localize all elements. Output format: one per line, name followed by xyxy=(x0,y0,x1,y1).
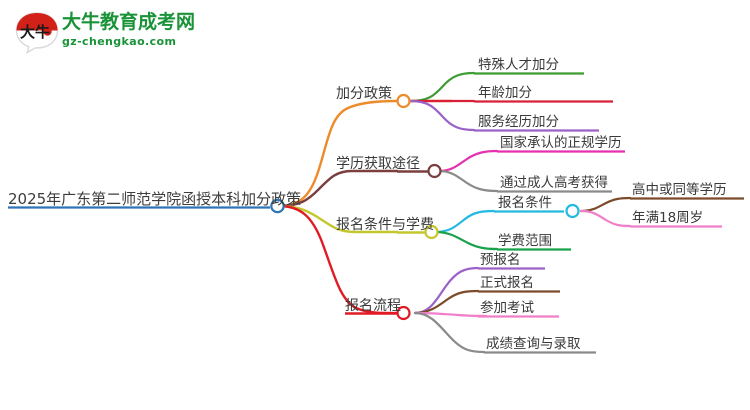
link-teshurencai xyxy=(408,71,476,103)
branch-label-baomingliucheng[interactable]: 报名流程 xyxy=(345,298,401,314)
node-label-nianman18zhousui[interactable]: 年满18周岁 xyxy=(632,210,704,226)
branch-label-baomingtiaojianyuxuefei[interactable]: 报名条件与学费 xyxy=(336,217,434,233)
node-dot-baomingliucheng[interactable] xyxy=(396,305,411,321)
link-tongguochengrengaokao xyxy=(437,169,499,193)
link-xuefeifanwei xyxy=(434,230,499,251)
node-label-tongguochengrengaokao[interactable]: 通过成人高考获得 xyxy=(500,175,608,191)
node-label-baomingtiaojian[interactable]: 报名条件 xyxy=(498,195,552,211)
site-logo: 大牛 大牛教育成考网 gz-chengkao.com xyxy=(10,8,195,58)
link-gaozhongxueli xyxy=(579,196,632,213)
branch-label-xuelihuoqutujing[interactable]: 学历获取途径 xyxy=(336,156,420,172)
link-chengjichaxun xyxy=(413,311,486,354)
branch-link-xuelitujing xyxy=(277,169,399,208)
root-node-dot[interactable] xyxy=(270,198,285,214)
branch-link-jiafenzhengce xyxy=(277,99,399,208)
branch-label-jiafenzhengce[interactable]: 加分政策 xyxy=(336,86,392,102)
node-dot-baomingtiaojianyuxuefei[interactable] xyxy=(424,224,439,240)
branch-link-baomingtiaojian xyxy=(277,204,399,234)
link-zhengshibaoming xyxy=(413,289,480,315)
node-label-teshurencaijiafen[interactable]: 特殊人才加分 xyxy=(478,57,559,73)
node-dot-jiafenzhengce[interactable] xyxy=(396,93,411,109)
link-baomingtiaojian-sub xyxy=(434,209,496,234)
link-nianman18 xyxy=(579,209,632,228)
link-yubaoming xyxy=(413,266,480,315)
node-dot-xuelitujing[interactable] xyxy=(427,163,442,179)
node-label-nianlingjiafen[interactable]: 年龄加分 xyxy=(478,85,532,101)
daniu-logo-icon: 大牛 xyxy=(15,12,59,54)
node-label-guojiachengrenxueli[interactable]: 国家承认的正规学历 xyxy=(500,135,622,151)
link-fuwujingli xyxy=(408,99,476,132)
logo-text: 大牛教育成考网 gz-chengkao.com xyxy=(62,10,195,50)
node-label-canjiakaoshi[interactable]: 参加考试 xyxy=(480,300,534,316)
node-dot-baomingtiaojian[interactable] xyxy=(565,203,580,219)
logo-mark-text: 大牛 xyxy=(20,23,50,41)
logo-brand-url: gz-chengkao.com xyxy=(62,35,177,48)
node-label-fuwujinglijiafen[interactable]: 服务经历加分 xyxy=(478,114,559,130)
logo-brand-name: 大牛教育成考网 xyxy=(62,11,196,33)
root-label[interactable]: 2025年广东第二师范学院函授本科加分政策 xyxy=(8,190,302,208)
node-label-xuefeifanwei[interactable]: 学费范围 xyxy=(498,233,552,249)
node-label-zhengshibaoming[interactable]: 正式报名 xyxy=(480,275,534,291)
node-label-chengjichaxunyuluqu[interactable]: 成绩查询与录取 xyxy=(486,336,581,352)
node-label-yubaoming[interactable]: 预报名 xyxy=(480,252,521,268)
link-guojiachengren xyxy=(437,149,499,173)
node-label-gaozhonghuotongdengxueli[interactable]: 高中或同等学历 xyxy=(632,182,727,198)
